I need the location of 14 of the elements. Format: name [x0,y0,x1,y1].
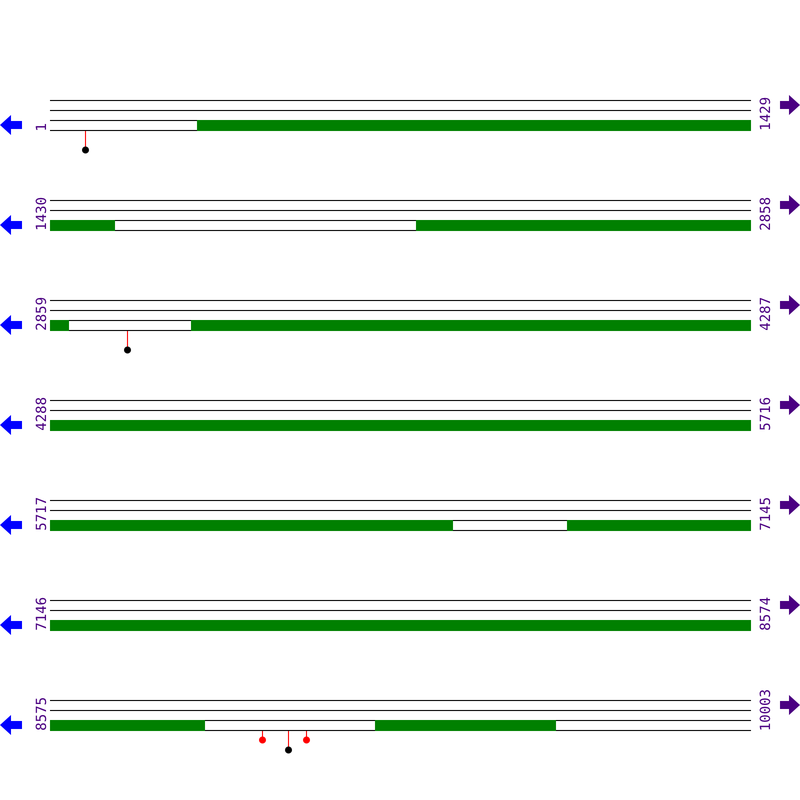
end-position: 8574 [758,597,774,631]
end-position: 1429 [758,97,774,131]
end-position: 7145 [758,497,774,531]
start-position: 5717 [34,497,50,531]
end-position: 4287 [758,297,774,331]
start-position: 7146 [34,597,50,631]
end-position: 2858 [758,197,774,231]
start-position: 1430 [34,197,50,231]
end-position: 5716 [758,397,774,431]
start-position: 1 [34,122,50,131]
start-position: 4288 [34,397,50,431]
start-position: 2859 [34,297,50,331]
end-position: 10003 [758,688,774,731]
start-position: 8575 [34,697,50,731]
